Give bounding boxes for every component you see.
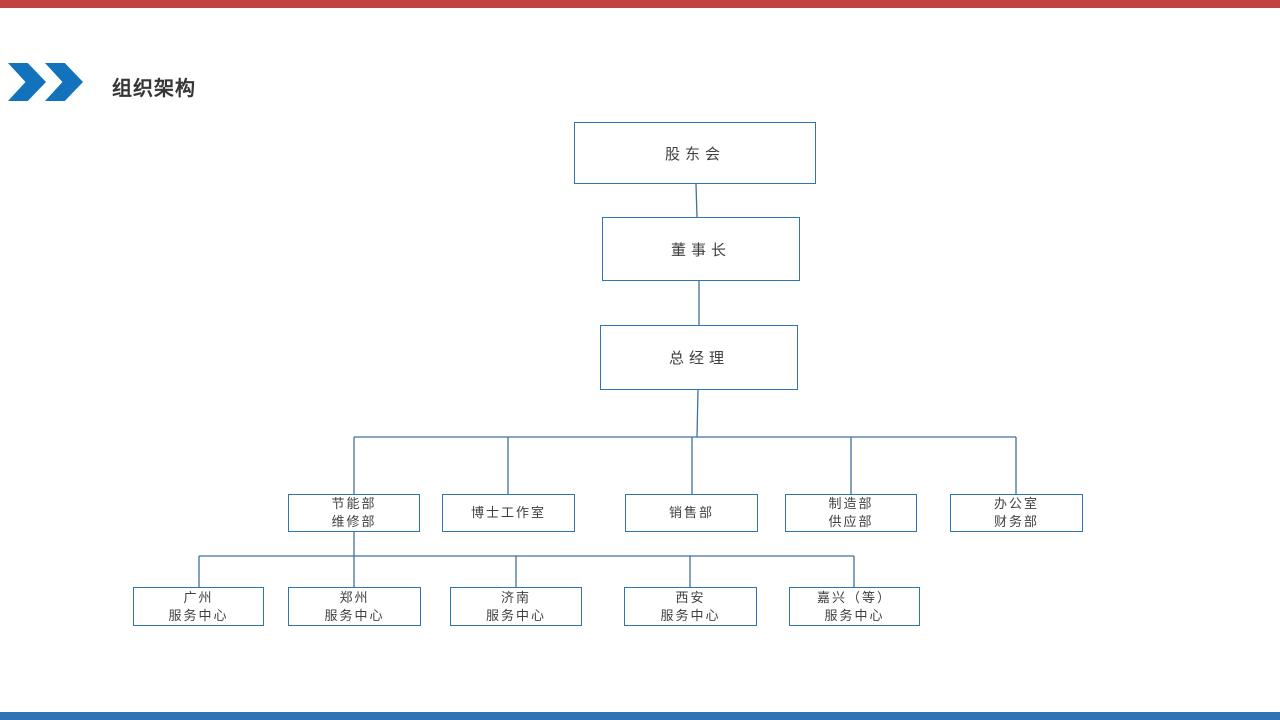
node-label: 郑州 (339, 589, 370, 605)
node-center-jiaxing: 嘉兴（等） 服务中心 (789, 587, 920, 626)
node-label: 济南 (500, 589, 531, 605)
top-accent-bar (0, 0, 1280, 8)
node-shareholders: 股东会 (574, 122, 816, 184)
node-center-xian: 西安 服务中心 (624, 587, 757, 626)
node-energy-maintenance-dept: 节能部 维修部 (288, 494, 420, 532)
node-label: 服务中心 (168, 607, 229, 623)
node-center-guangzhou: 广州 服务中心 (133, 587, 264, 626)
page-title: 组织架构 (112, 78, 196, 100)
node-label: 西安 (675, 589, 706, 605)
node-label: 供应部 (828, 514, 874, 529)
node-center-jinan: 济南 服务中心 (450, 587, 582, 626)
node-label: 服务中心 (660, 607, 721, 623)
node-label: 服务中心 (824, 607, 885, 623)
chevron-right-icon (8, 63, 46, 101)
node-label: 总经理 (668, 350, 729, 367)
node-label: 广州 (183, 589, 214, 605)
node-label: 服务中心 (485, 607, 546, 623)
node-label: 董事长 (670, 241, 731, 259)
node-label: 服务中心 (324, 607, 385, 623)
node-label: 财务部 (993, 514, 1039, 529)
node-label: 节能部 (331, 496, 377, 511)
node-label: 嘉兴（等） (816, 589, 892, 605)
node-doctor-studio: 博士工作室 (442, 494, 575, 532)
node-center-zhengzhou: 郑州 服务中心 (288, 587, 421, 626)
node-manufacturing-supply-dept: 制造部 供应部 (785, 494, 917, 532)
node-label: 维修部 (331, 514, 377, 529)
node-label: 博士工作室 (470, 505, 546, 520)
node-label: 制造部 (828, 496, 874, 511)
node-label: 办公室 (993, 496, 1039, 511)
node-office-finance-dept: 办公室 财务部 (950, 494, 1083, 532)
chevron-right-icon (45, 63, 83, 101)
node-general-manager: 总经理 (600, 325, 798, 390)
node-label: 股东会 (664, 145, 725, 163)
node-label: 销售部 (668, 505, 714, 520)
node-sales-dept: 销售部 (625, 494, 758, 532)
node-chairman: 董事长 (602, 217, 800, 281)
bottom-accent-bar (0, 712, 1280, 720)
